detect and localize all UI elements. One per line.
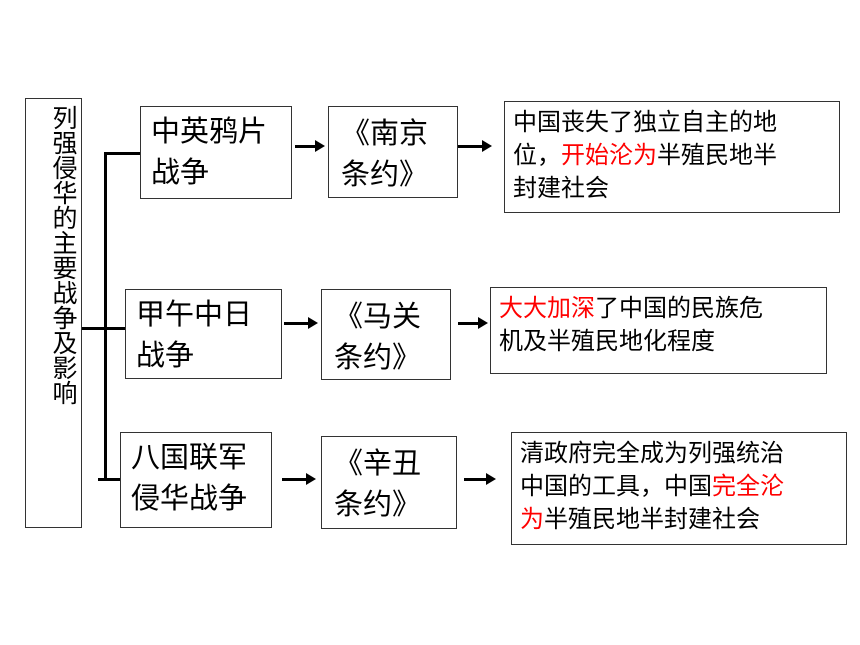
treaty-label-line: 《马关 [334, 299, 422, 333]
war-label-line: 侵华战争 [131, 481, 248, 515]
effect-text: 机及半殖民地化程度 [499, 327, 715, 355]
effect-box-2: 大大加深了中国的民族危机及半殖民地化程度 [490, 287, 827, 374]
branch-row-3 [98, 478, 120, 481]
effect-text-line: 大大加深了中国的民族危 [499, 292, 818, 325]
war-label-line: 八国联军 [131, 440, 248, 474]
effect-highlight-text: 开始沦为 [561, 141, 657, 169]
branch-spine [104, 153, 107, 479]
effect-highlight-text: 为 [520, 505, 544, 533]
arrow-war-to-treaty-2 [284, 317, 318, 329]
effect-text-line: 封建社会 [513, 172, 831, 205]
effect-highlight-text: 完全沦 [712, 472, 784, 500]
war-box-2: 甲午中日 战争 [125, 289, 282, 379]
treaty-label-line: 条约》 [341, 157, 429, 191]
effect-text-line: 清政府完全成为列强统治 [520, 437, 838, 470]
branch-row-1 [104, 152, 140, 155]
effect-text: 半殖民地半 [657, 141, 777, 169]
effect-text-line: 中国的工具，中国完全沦 [520, 470, 838, 503]
treaty-box-1: 《南京 条约》 [328, 106, 458, 198]
effect-text: 了中国的民族危 [595, 294, 763, 322]
treaty-box-3: 《辛丑 条约》 [321, 436, 457, 529]
war-label-line: 中英鸦片 [151, 114, 268, 148]
effect-text: 封建社会 [513, 174, 609, 202]
arrow-war-to-treaty-3 [282, 473, 316, 485]
effect-text: 位， [513, 141, 561, 169]
effect-text: 半殖民地半封建社会 [544, 505, 760, 533]
war-box-3: 八国联军 侵华战争 [120, 432, 272, 528]
treaty-label-line: 《南京 [341, 116, 429, 150]
effect-text-line: 中国丧失了独立自主的地 [513, 106, 831, 139]
effect-text-line: 为半殖民地半封建社会 [520, 503, 838, 536]
effect-text: 清政府完全成为列强统治 [520, 439, 784, 467]
arrow-treaty-to-effect-1 [458, 140, 492, 152]
treaty-label-line: 条约》 [334, 487, 422, 521]
arrow-treaty-to-effect-2 [458, 317, 488, 329]
treaty-label-line: 《辛丑 [334, 446, 422, 480]
branch-row-2 [104, 327, 126, 330]
arrow-war-to-treaty-1 [295, 140, 325, 152]
treaty-label-line: 条约》 [334, 340, 422, 374]
effect-text: 中国的工具，中国 [520, 472, 712, 500]
war-label-line: 战争 [151, 155, 210, 189]
effect-text-line: 机及半殖民地化程度 [499, 325, 818, 358]
effect-text-line: 位，开始沦为半殖民地半 [513, 139, 831, 172]
treaty-box-2: 《马关 条约》 [321, 289, 451, 380]
effect-text: 中国丧失了独立自主的地 [513, 108, 777, 136]
effect-highlight-text: 大大加深 [499, 294, 595, 322]
arrow-treaty-to-effect-3 [464, 473, 496, 485]
diagram-title: 列强侵华的主要战争及影响 [49, 105, 78, 405]
war-box-1: 中英鸦片 战争 [140, 106, 292, 199]
title-box: 列强侵华的主要战争及影响 [25, 98, 82, 528]
title-connector [82, 327, 106, 330]
effect-box-3: 清政府完全成为列强统治中国的工具，中国完全沦为半殖民地半封建社会 [511, 432, 847, 545]
war-label-line: 战争 [136, 338, 195, 372]
effect-box-1: 中国丧失了独立自主的地位，开始沦为半殖民地半封建社会 [504, 101, 840, 213]
war-label-line: 甲午中日 [136, 297, 253, 331]
